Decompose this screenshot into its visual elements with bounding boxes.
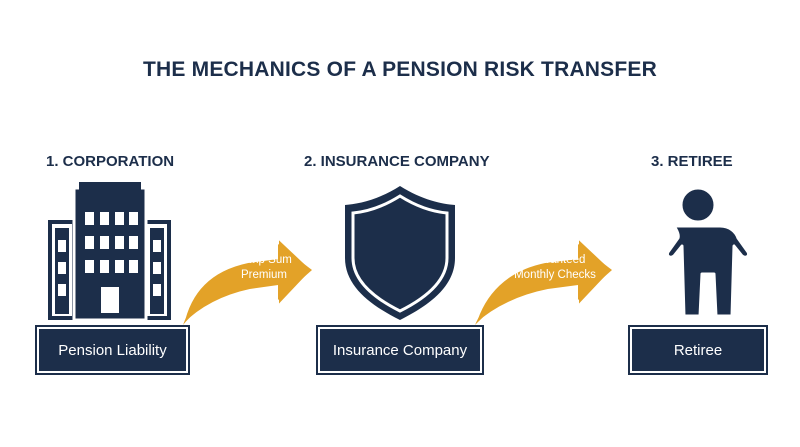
shield-icon <box>345 186 455 320</box>
arrow-guaranteed-monthly-checks <box>473 235 614 329</box>
retiree-box: Retiree <box>628 325 768 375</box>
box-label: Insurance Company <box>332 341 468 359</box>
person-icon <box>666 186 750 318</box>
box-label: Pension Liability <box>58 341 167 359</box>
arrow-label-line: Premium <box>240 269 287 281</box>
step-heading-corporation: 1. CORPORATION <box>46 153 175 170</box>
step-heading-retiree: 3. RETIREE <box>651 153 733 170</box>
arrow-label-line: Guaranteed <box>524 254 586 266</box>
pension-liability-box: Pension Liability <box>35 325 190 375</box>
office-building-icon <box>48 182 171 322</box>
arrow-label-line: Lump Sum <box>236 254 292 266</box>
arrow-label-line: Monthly Checks <box>514 269 596 281</box>
arrow-label-guaranteed-monthly-checks: Guaranteed Monthly Checks <box>500 253 610 283</box>
step-heading-insurance-company: 2. INSURANCE COMPANY <box>304 153 490 170</box>
insurance-company-box: Insurance Company <box>316 325 484 375</box>
diagram-title: THE MECHANICS OF A PENSION RISK TRANSFER <box>143 58 657 81</box>
arrow-label-lump-sum-premium: Lump Sum Premium <box>224 253 304 283</box>
arrow-lump-sum-premium <box>181 235 314 329</box>
box-label: Retiree <box>673 341 723 359</box>
